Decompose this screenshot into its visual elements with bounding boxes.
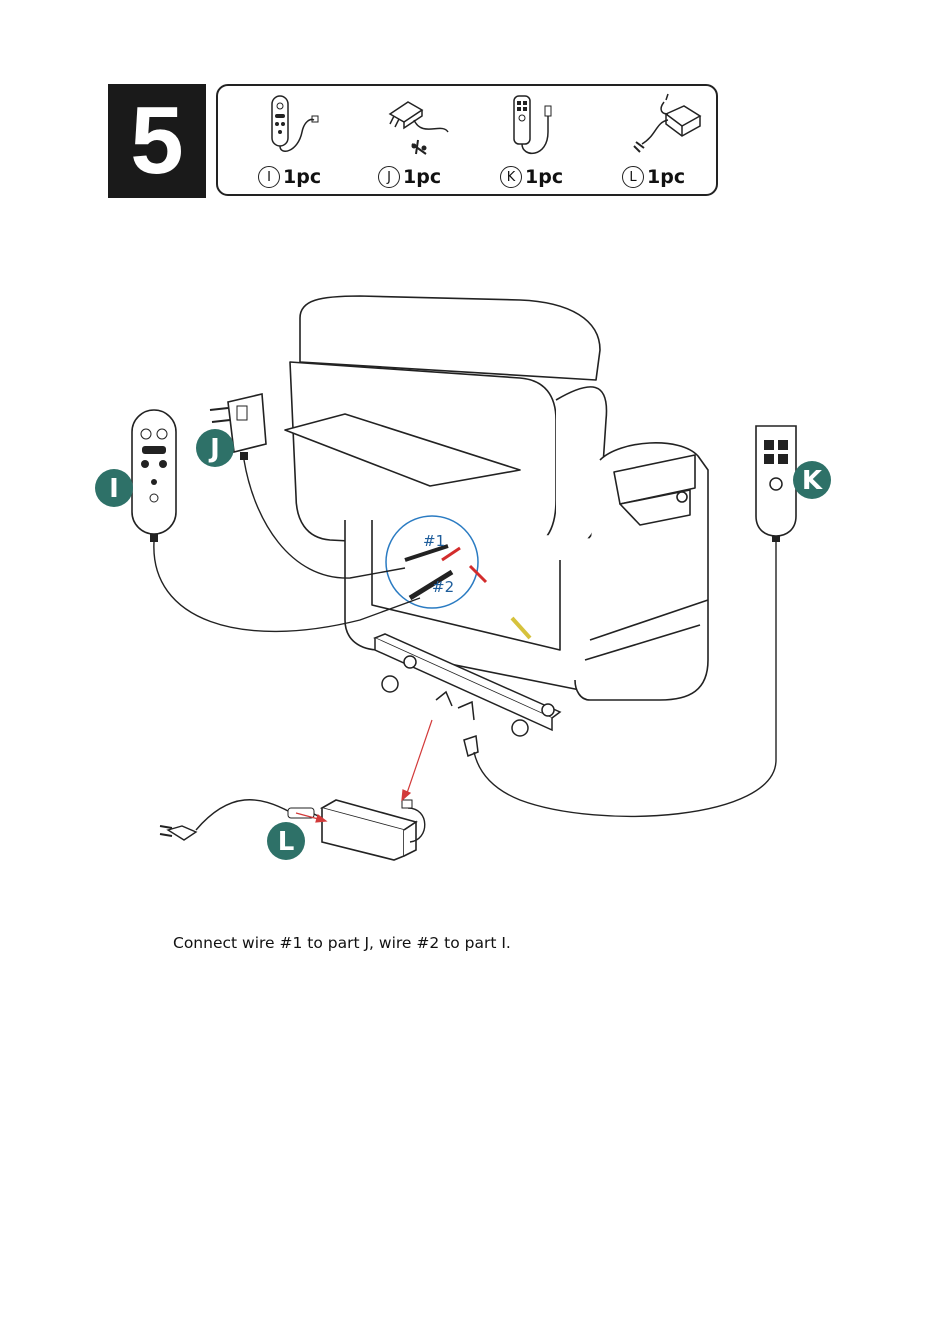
recliner-chair <box>285 296 708 700</box>
callout-j: J <box>196 429 234 467</box>
svg-text:I: I <box>109 474 119 504</box>
svg-text:K: K <box>802 466 823 496</box>
callout-k: K <box>793 461 831 499</box>
callout-i: I <box>95 469 133 507</box>
wire-1-label: #1 <box>423 532 445 550</box>
svg-text:J: J <box>208 434 220 464</box>
wire-2-label: #2 <box>432 578 454 596</box>
instruction-text: Connect wire #1 to part J, wire #2 to pa… <box>173 934 511 952</box>
svg-text:L: L <box>278 827 295 857</box>
callout-l: L <box>267 822 305 860</box>
